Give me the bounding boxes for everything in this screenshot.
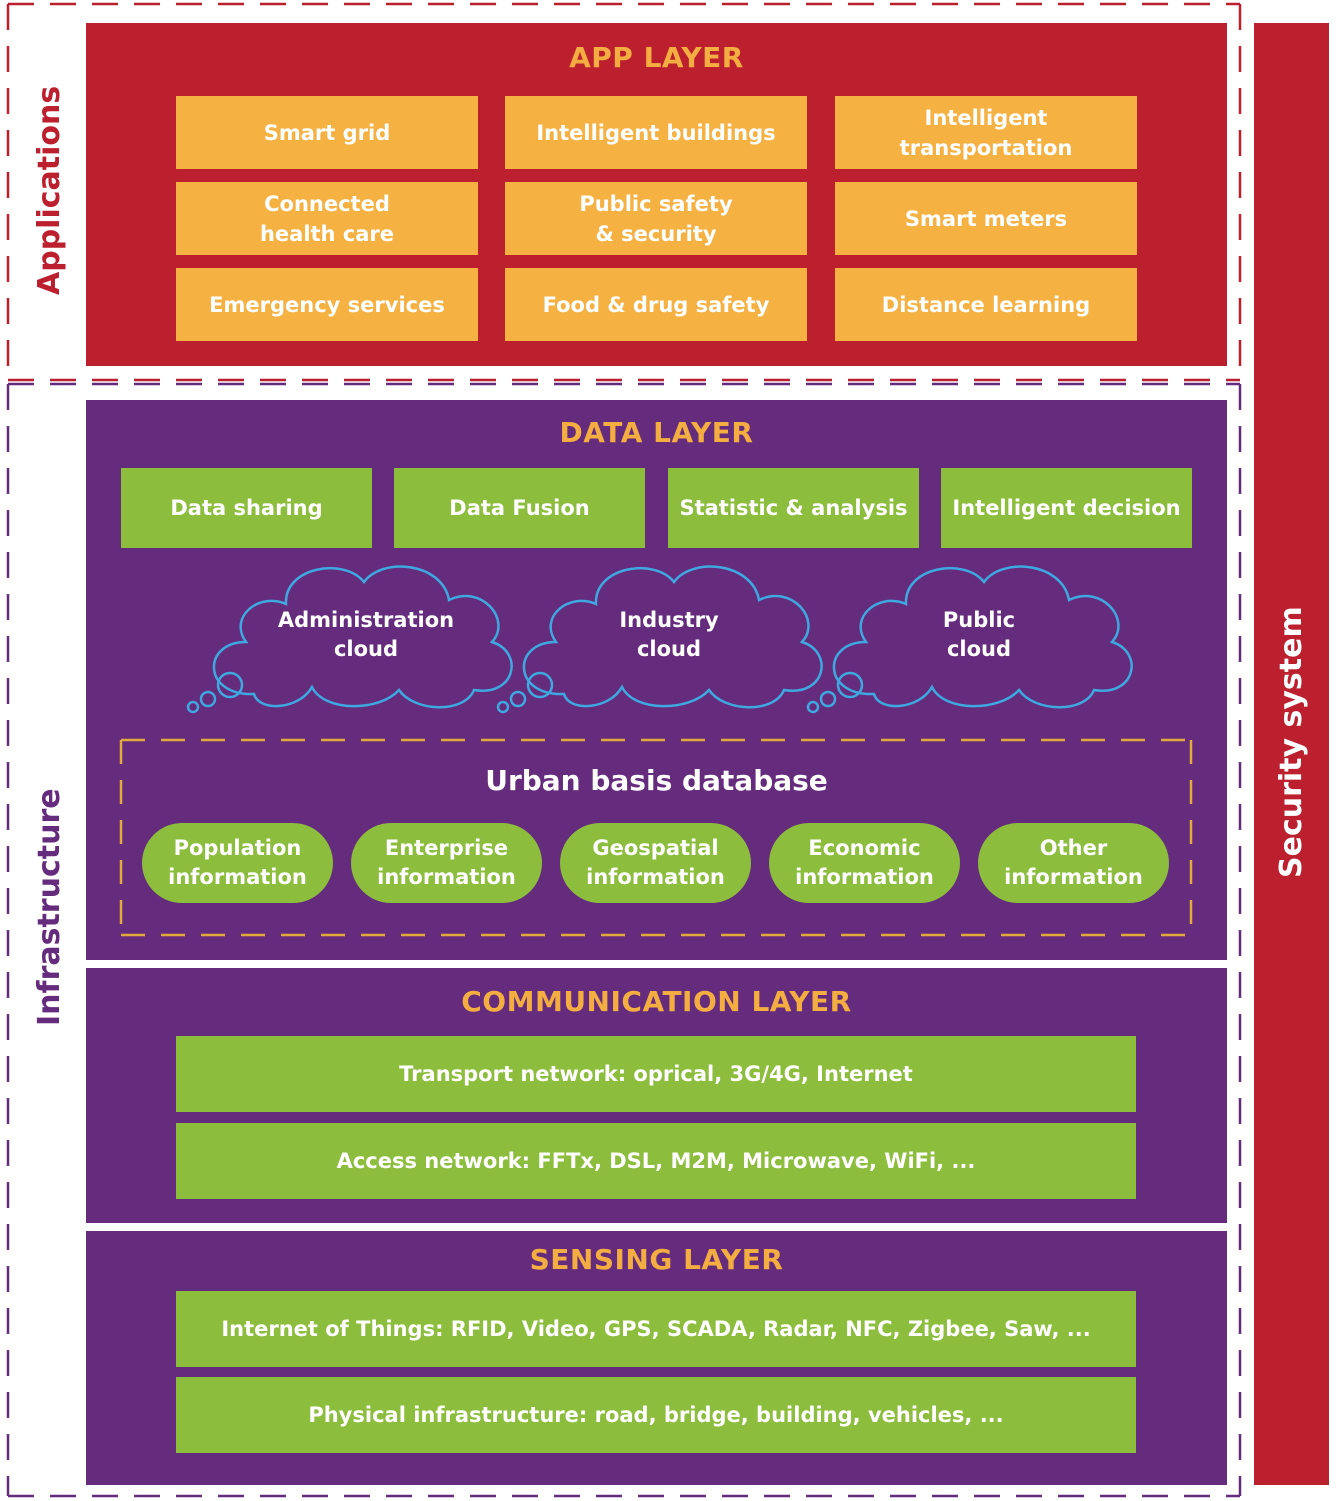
data-function-intelligent-decision: Intelligent decision bbox=[941, 468, 1192, 548]
database-title: Urban basis database bbox=[485, 764, 828, 797]
app-layer: APP LAYER Smart grid Intelligent buildin… bbox=[86, 23, 1227, 366]
app-layer-title: APP LAYER bbox=[569, 41, 744, 74]
data-function-sharing: Data sharing bbox=[121, 468, 372, 548]
administration-cloud-icon bbox=[186, 565, 513, 714]
communication-layer-title: COMMUNICATION LAYER bbox=[461, 985, 852, 1018]
internet-of-things-row: Internet of Things: RFID, Video, GPS, SC… bbox=[176, 1291, 1136, 1367]
applications-boundary bbox=[6, 2, 1242, 382]
app-item-intelligent-transportation: Intelligent transportation bbox=[835, 96, 1137, 169]
app-item-distance-learning: Distance learning bbox=[835, 268, 1137, 341]
security-system-bar: Security system bbox=[1254, 23, 1329, 1485]
database-item-geospatial: Geospatial information bbox=[560, 823, 751, 903]
transport-network-row: Transport network: oprical, 3G/4G, Inter… bbox=[176, 1036, 1136, 1112]
database-item-population: Population information bbox=[142, 823, 333, 903]
database-boundary bbox=[119, 738, 1193, 937]
clouds-drawing bbox=[119, 565, 1193, 937]
applications-side-label: Applications bbox=[32, 85, 67, 295]
administration-cloud-label: Administration cloud bbox=[277, 608, 455, 661]
public-cloud-label: Public cloud bbox=[942, 608, 1016, 661]
sensing-layer: SENSING LAYER Internet of Things: RFID, … bbox=[86, 1231, 1227, 1485]
app-item-food-drug-safety: Food & drug safety bbox=[505, 268, 807, 341]
security-system-label: Security system bbox=[1274, 606, 1309, 878]
database-item-economic: Economic information bbox=[769, 823, 960, 903]
industry-cloud-label: Industry cloud bbox=[619, 608, 719, 661]
data-layer: DATA LAYER Data sharing Data Fusion Stat… bbox=[86, 400, 1227, 960]
infrastructure-side-label: Infrastructure bbox=[32, 788, 67, 1026]
app-item-emergency-services: Emergency services bbox=[176, 268, 478, 341]
data-function-statistic-analysis: Statistic & analysis bbox=[668, 468, 919, 548]
app-item-public-safety: Public safety & security bbox=[505, 182, 807, 255]
database-item-other: Other information bbox=[978, 823, 1169, 903]
communication-layer: COMMUNICATION LAYER Transport network: o… bbox=[86, 968, 1227, 1223]
access-network-row: Access network: FFTx, DSL, M2M, Microwav… bbox=[176, 1123, 1136, 1199]
industry-cloud-icon bbox=[496, 565, 823, 714]
data-layer-title: DATA LAYER bbox=[559, 416, 754, 449]
app-item-smart-meters: Smart meters bbox=[835, 182, 1137, 255]
app-item-intelligent-buildings: Intelligent buildings bbox=[505, 96, 807, 169]
data-function-fusion: Data Fusion bbox=[394, 468, 645, 548]
infrastructure-boundary bbox=[6, 382, 1242, 1498]
database-item-enterprise: Enterprise information bbox=[351, 823, 542, 903]
sensing-layer-title: SENSING LAYER bbox=[529, 1243, 784, 1276]
physical-infrastructure-row: Physical infrastructure: road, bridge, b… bbox=[176, 1377, 1136, 1453]
app-item-connected-health-care: Connected health care bbox=[176, 182, 478, 255]
app-item-smart-grid: Smart grid bbox=[176, 96, 478, 169]
public-cloud-icon bbox=[806, 565, 1133, 714]
